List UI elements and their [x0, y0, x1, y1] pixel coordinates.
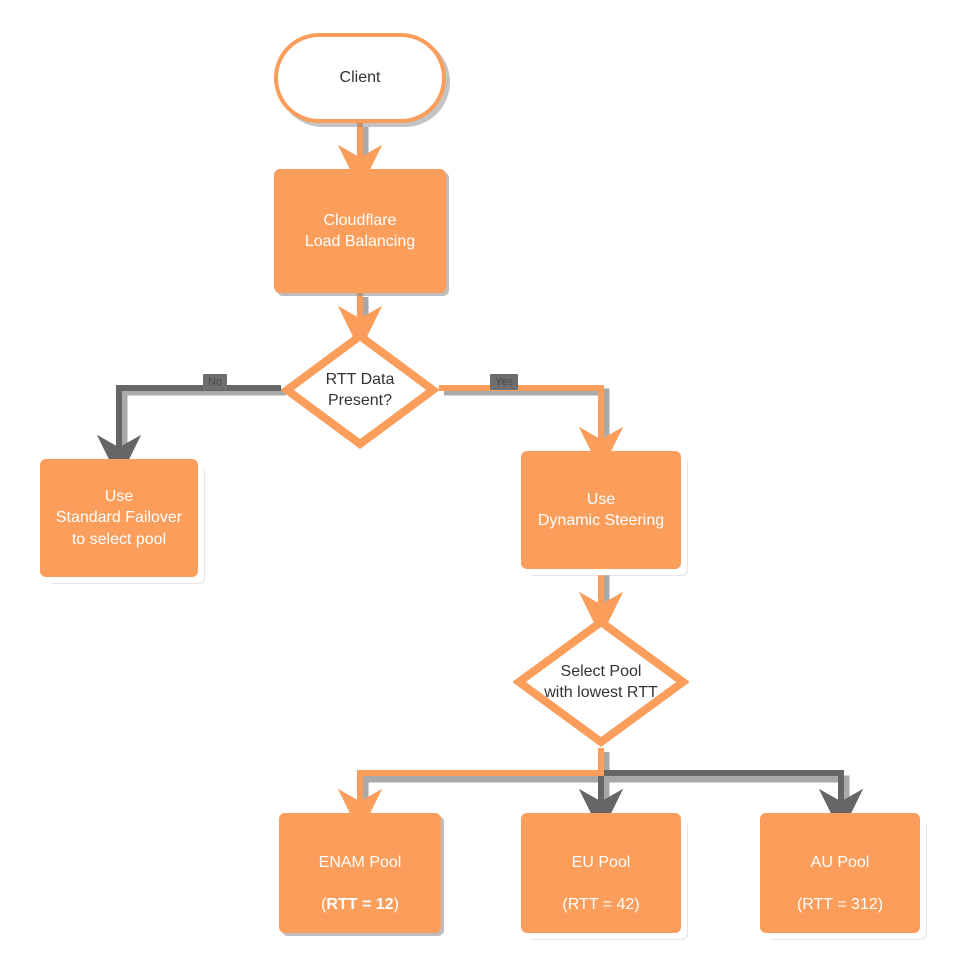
edge-label-yes: Yes	[490, 374, 518, 391]
diamond-shape	[513, 617, 689, 747]
node-enam-pool[interactable]: ENAM Pool (RTT = 12)	[279, 813, 441, 933]
edge-rtt-to-standard-failover	[96, 385, 281, 480]
node-enam-pool-rtt-value: RTT = 12	[326, 896, 394, 914]
node-eu-pool-rtt-value: (RTT = 42)	[562, 896, 640, 914]
edges-default	[96, 385, 864, 834]
node-eu-pool[interactable]: EU Pool (RTT = 42)	[521, 813, 681, 933]
node-enam-pool-paren-close: )	[393, 896, 399, 914]
node-rtt-data-present[interactable]: RTT Data Present?	[281, 330, 439, 450]
node-select-pool-lowest-rtt[interactable]: Select Pool with lowest RTT	[513, 616, 689, 748]
node-client-label: Client	[339, 69, 381, 87]
node-rtt-data-present-label: RTT Data Present?	[325, 370, 395, 409]
edge-label-no: No	[203, 374, 228, 391]
diamond-shape	[281, 331, 439, 449]
edge-rtt-to-dynamic-steering	[439, 385, 624, 472]
edge-select-to-enam	[337, 748, 604, 834]
node-eu-pool-line1: EU Pool	[571, 853, 631, 871]
node-cloudflare-load-balancing[interactable]: Cloudflare Load Balancing	[274, 169, 446, 293]
node-au-pool-rtt-value: (RTT = 312)	[796, 896, 884, 914]
node-dynamic-steering[interactable]: Use Dynamic Steering	[521, 451, 681, 569]
node-au-pool-label: AU Pool (RTT = 312)	[791, 831, 889, 915]
node-dynamic-steering-label: Use Dynamic Steering	[537, 490, 665, 529]
node-client[interactable]: Client	[274, 33, 446, 123]
node-au-pool-line1: AU Pool	[810, 853, 870, 871]
node-cloudflare-load-balancing-label: Cloudflare Load Balancing	[304, 211, 416, 250]
node-au-pool[interactable]: AU Pool (RTT = 312)	[760, 813, 920, 933]
edge-select-to-au	[601, 770, 864, 834]
node-enam-pool-line1: ENAM Pool	[318, 853, 402, 871]
node-enam-pool-label: ENAM Pool (RTT = 12)	[313, 831, 408, 915]
node-standard-failover[interactable]: Use Standard Failover to select pool	[40, 459, 198, 577]
node-standard-failover-label: Use Standard Failover to select pool	[55, 488, 183, 548]
node-enam-pool-paren-open: (	[321, 896, 327, 914]
node-select-pool-lowest-rtt-label: Select Pool with lowest RTT	[544, 662, 658, 701]
node-eu-pool-label: EU Pool (RTT = 42)	[556, 831, 645, 915]
edge-shadows	[120, 127, 850, 817]
